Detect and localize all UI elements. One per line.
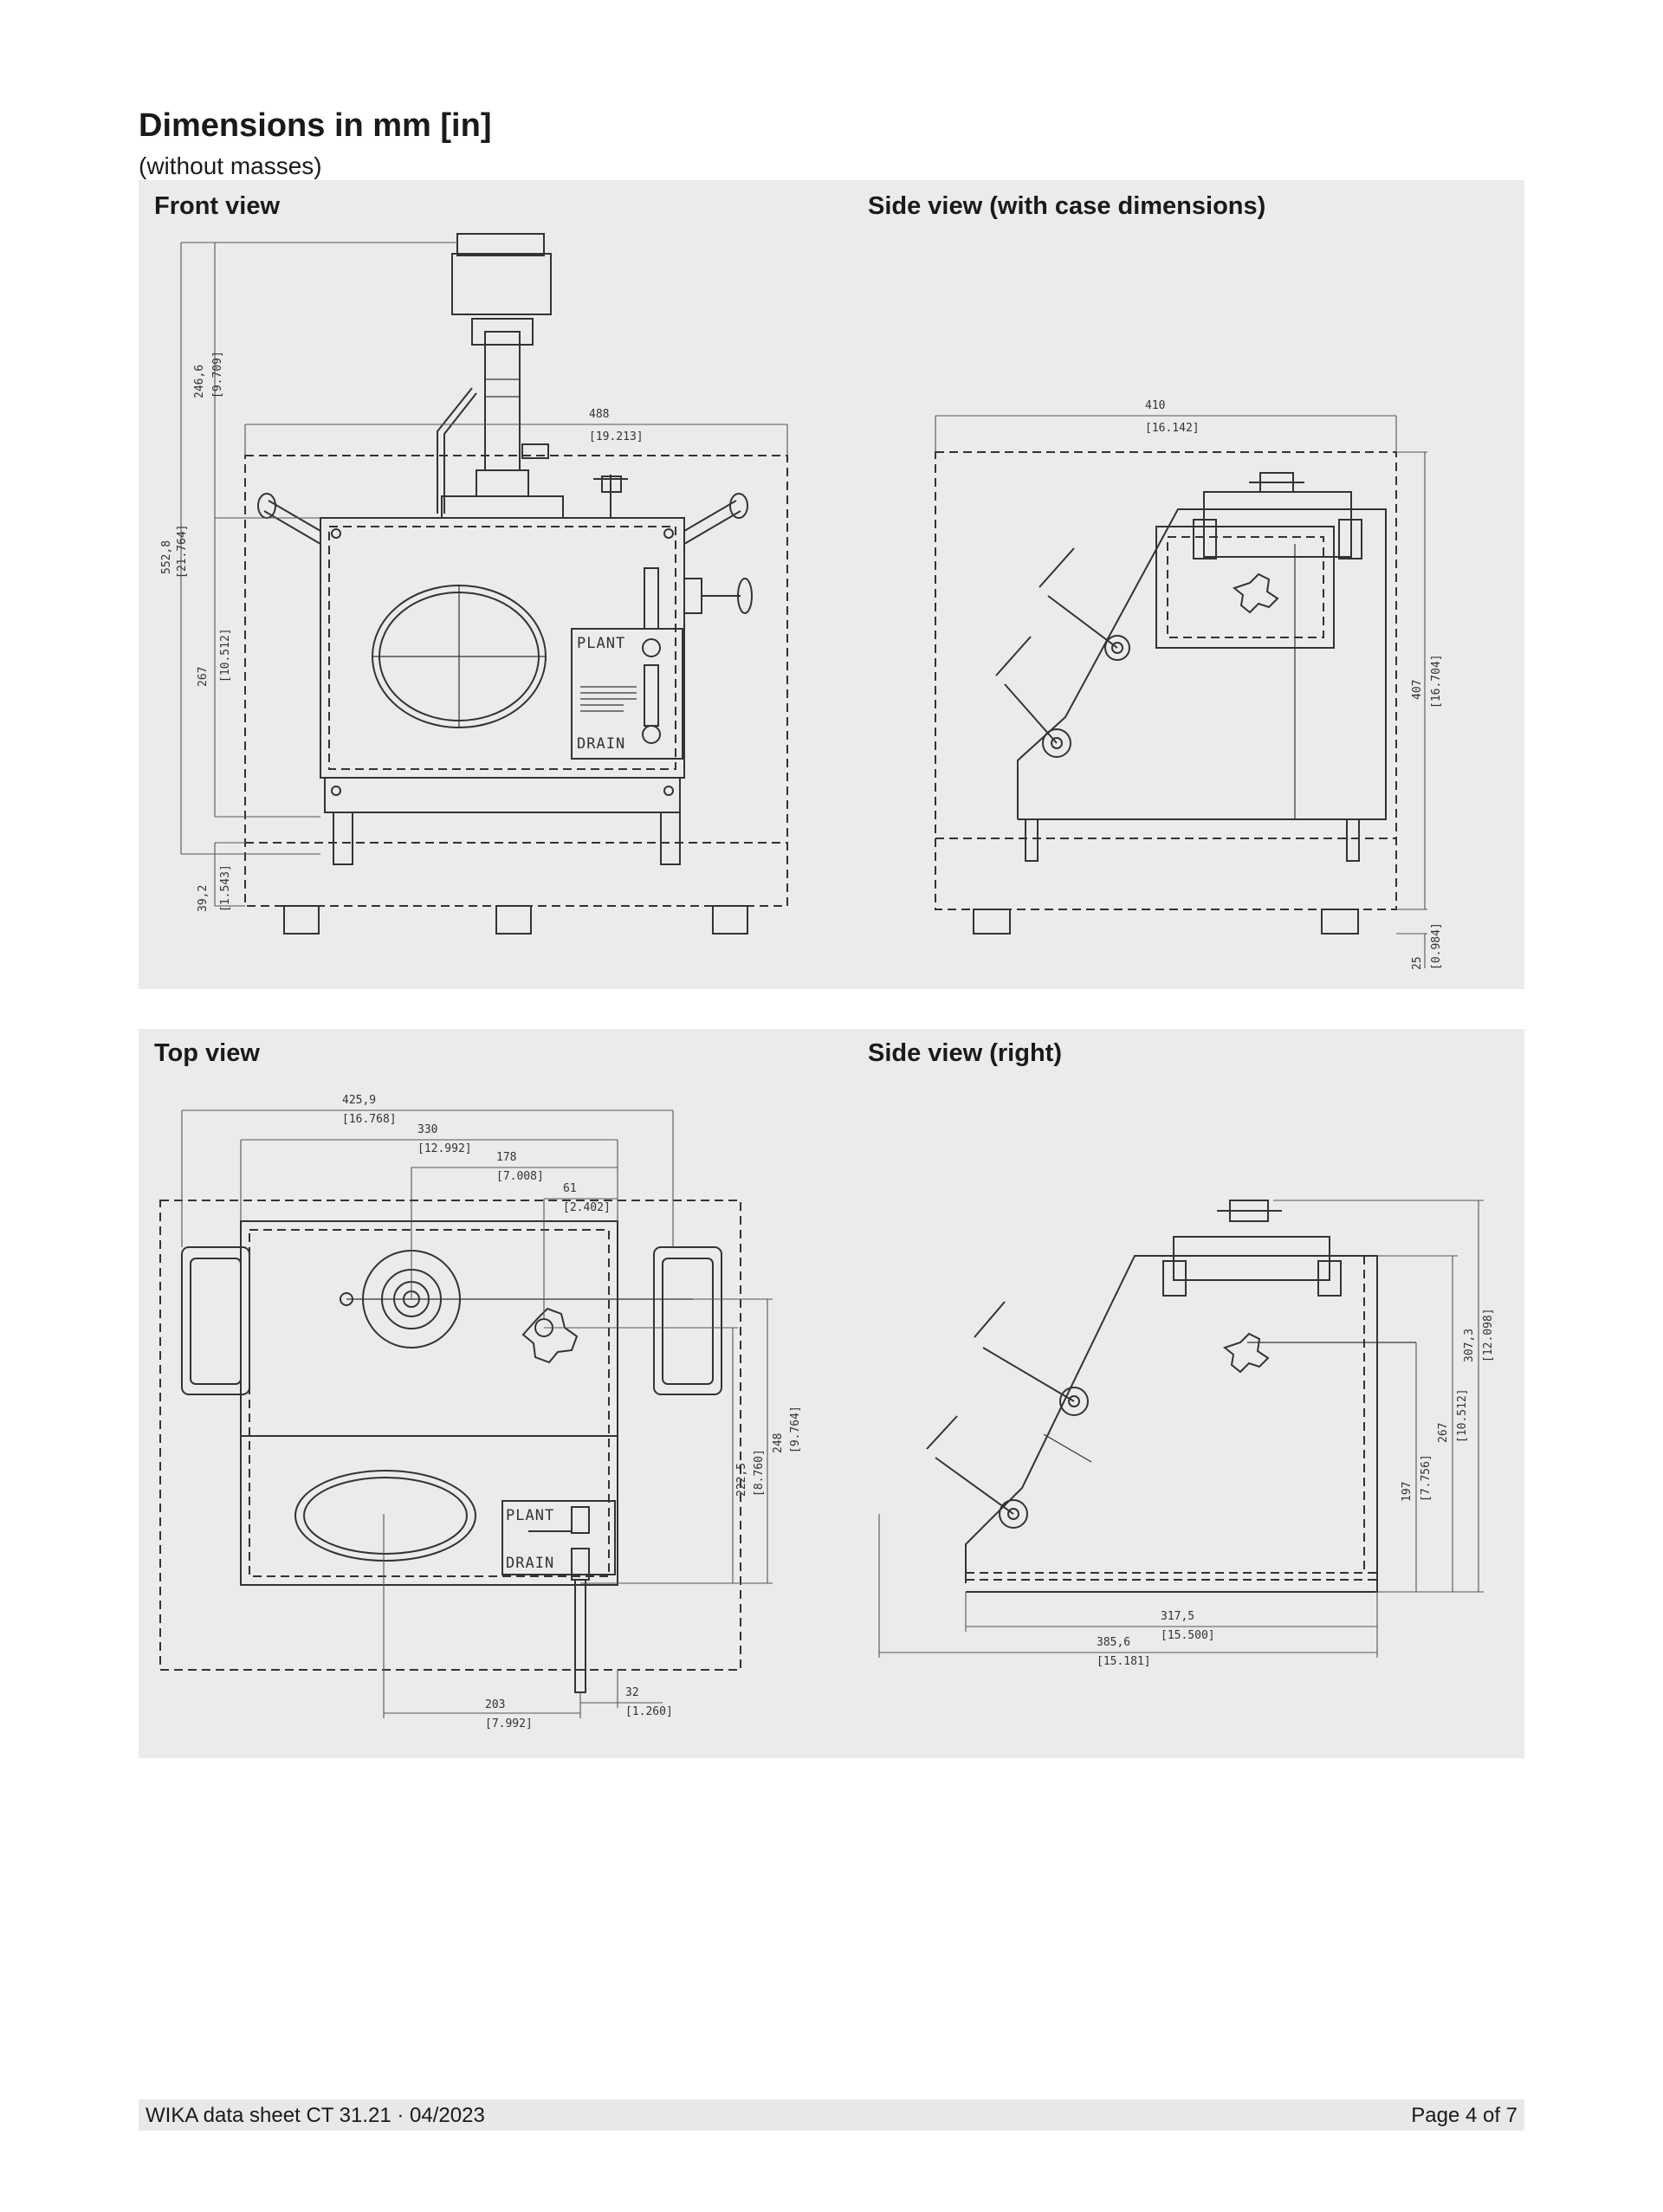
top-dim-32-in: [1.260] <box>625 1705 673 1718</box>
top-dim-61-mm: 61 <box>563 1182 577 1195</box>
top-dim-222-mm: 222,5 <box>735 1463 748 1497</box>
front-plant-label: PLANT <box>577 635 625 652</box>
side-dim-25-mm: 25 <box>1411 956 1424 970</box>
panel-top-right: Top view Side view (right) <box>139 1029 1524 1758</box>
right-dim-385-mm: 385,6 <box>1097 1636 1130 1649</box>
side-dim-407-in: [16.704] <box>1430 654 1443 708</box>
side-dim-410-in: [16.142] <box>1145 422 1200 435</box>
front-dim-488-in: [19.213] <box>589 430 644 443</box>
front-dim-39-in: [1.543] <box>219 864 232 912</box>
front-dim-39-mm: 39,2 <box>197 885 210 912</box>
front-dim-488-mm: 488 <box>589 408 609 421</box>
side-dim-25-in: [0.984] <box>1430 922 1443 970</box>
right-dim-197-in: [7.756] <box>1420 1454 1433 1502</box>
front-dim-267-mm: 267 <box>197 667 210 687</box>
front-dim-246-in: [9.709] <box>211 351 224 398</box>
top-dim-203-in: [7.992] <box>485 1717 533 1730</box>
front-view-drawing: PLANT DRAIN 246,6 [9.709] 552,8 [21.764]… <box>160 233 788 935</box>
top-dim-178-in: [7.008] <box>496 1170 544 1183</box>
panel-front-side: Front view Side view (with case dimensio… <box>139 180 1524 989</box>
page-subtitle: (without masses) <box>139 152 322 179</box>
top-view-title: Top view <box>154 1039 260 1067</box>
top-dim-203-mm: 203 <box>485 1698 505 1711</box>
top-dim-222-in: [8.760] <box>753 1449 766 1497</box>
top-dim-425-mm: 425,9 <box>342 1094 376 1107</box>
side-dim-407-mm: 407 <box>1411 680 1424 700</box>
top-drain-label: DRAIN <box>506 1555 554 1572</box>
front-dim-246-mm: 246,6 <box>193 365 206 398</box>
top-dim-330-in: [12.992] <box>417 1142 472 1155</box>
top-dim-32-mm: 32 <box>625 1686 639 1699</box>
page-title: Dimensions in mm [in] <box>139 107 492 144</box>
top-and-right-drawings: PLANT DRAIN 425,9 [16.768] <box>159 1094 1495 1730</box>
side-case-view-title: Side view (with case dimensions) <box>868 192 1266 220</box>
front-view-title: Front view <box>154 192 281 220</box>
right-dim-197-mm: 197 <box>1401 1482 1414 1502</box>
top-plant-label: PLANT <box>506 1507 554 1524</box>
top-dim-330-mm: 330 <box>417 1123 437 1136</box>
right-dim-267-mm: 267 <box>1437 1423 1450 1443</box>
top-dim-248-mm: 248 <box>772 1433 785 1453</box>
front-dim-552-mm: 552,8 <box>160 540 173 574</box>
side-dim-410-mm: 410 <box>1145 399 1165 412</box>
side-right-view-title: Side view (right) <box>868 1039 1062 1067</box>
side-right-view-drawing: 307,3 [12.098] 267 [10.512] 197 [7.756] … <box>878 1200 1495 1668</box>
footer-page-number: Page 4 of 7 <box>1411 2104 1517 2127</box>
right-dim-267-in: [10.512] <box>1456 1388 1469 1443</box>
right-dim-317-in: [15.500] <box>1161 1629 1215 1642</box>
top-dim-178-mm: 178 <box>496 1151 516 1164</box>
right-dim-307-mm: 307,3 <box>1463 1329 1476 1362</box>
top-view-drawing: PLANT DRAIN 425,9 [16.768] <box>159 1094 802 1730</box>
side-case-view-drawing: 410 [16.142] 407 [16.704] 25 [0.984] <box>935 399 1443 970</box>
top-dim-425-in: [16.768] <box>342 1113 397 1126</box>
front-dim-552-in: [21.764] <box>176 524 189 579</box>
page-footer: WIKA data sheet CT 31.21 · 04/2023 Page … <box>139 2099 1524 2131</box>
top-dim-248-in: [9.764] <box>789 1406 802 1453</box>
footer-datasheet-ref: WIKA data sheet CT 31.21 · 04/2023 <box>146 2104 485 2127</box>
front-drain-label: DRAIN <box>577 735 625 753</box>
right-dim-317-mm: 317,5 <box>1161 1610 1194 1623</box>
right-dim-307-in: [12.098] <box>1482 1308 1495 1362</box>
right-dim-385-in: [15.181] <box>1097 1655 1151 1668</box>
top-dim-61-in: [2.402] <box>563 1201 611 1214</box>
front-and-side-drawings: PLANT DRAIN 246,6 [9.709] 552,8 [21.764]… <box>160 233 1443 970</box>
front-dim-267-in: [10.512] <box>219 628 232 682</box>
